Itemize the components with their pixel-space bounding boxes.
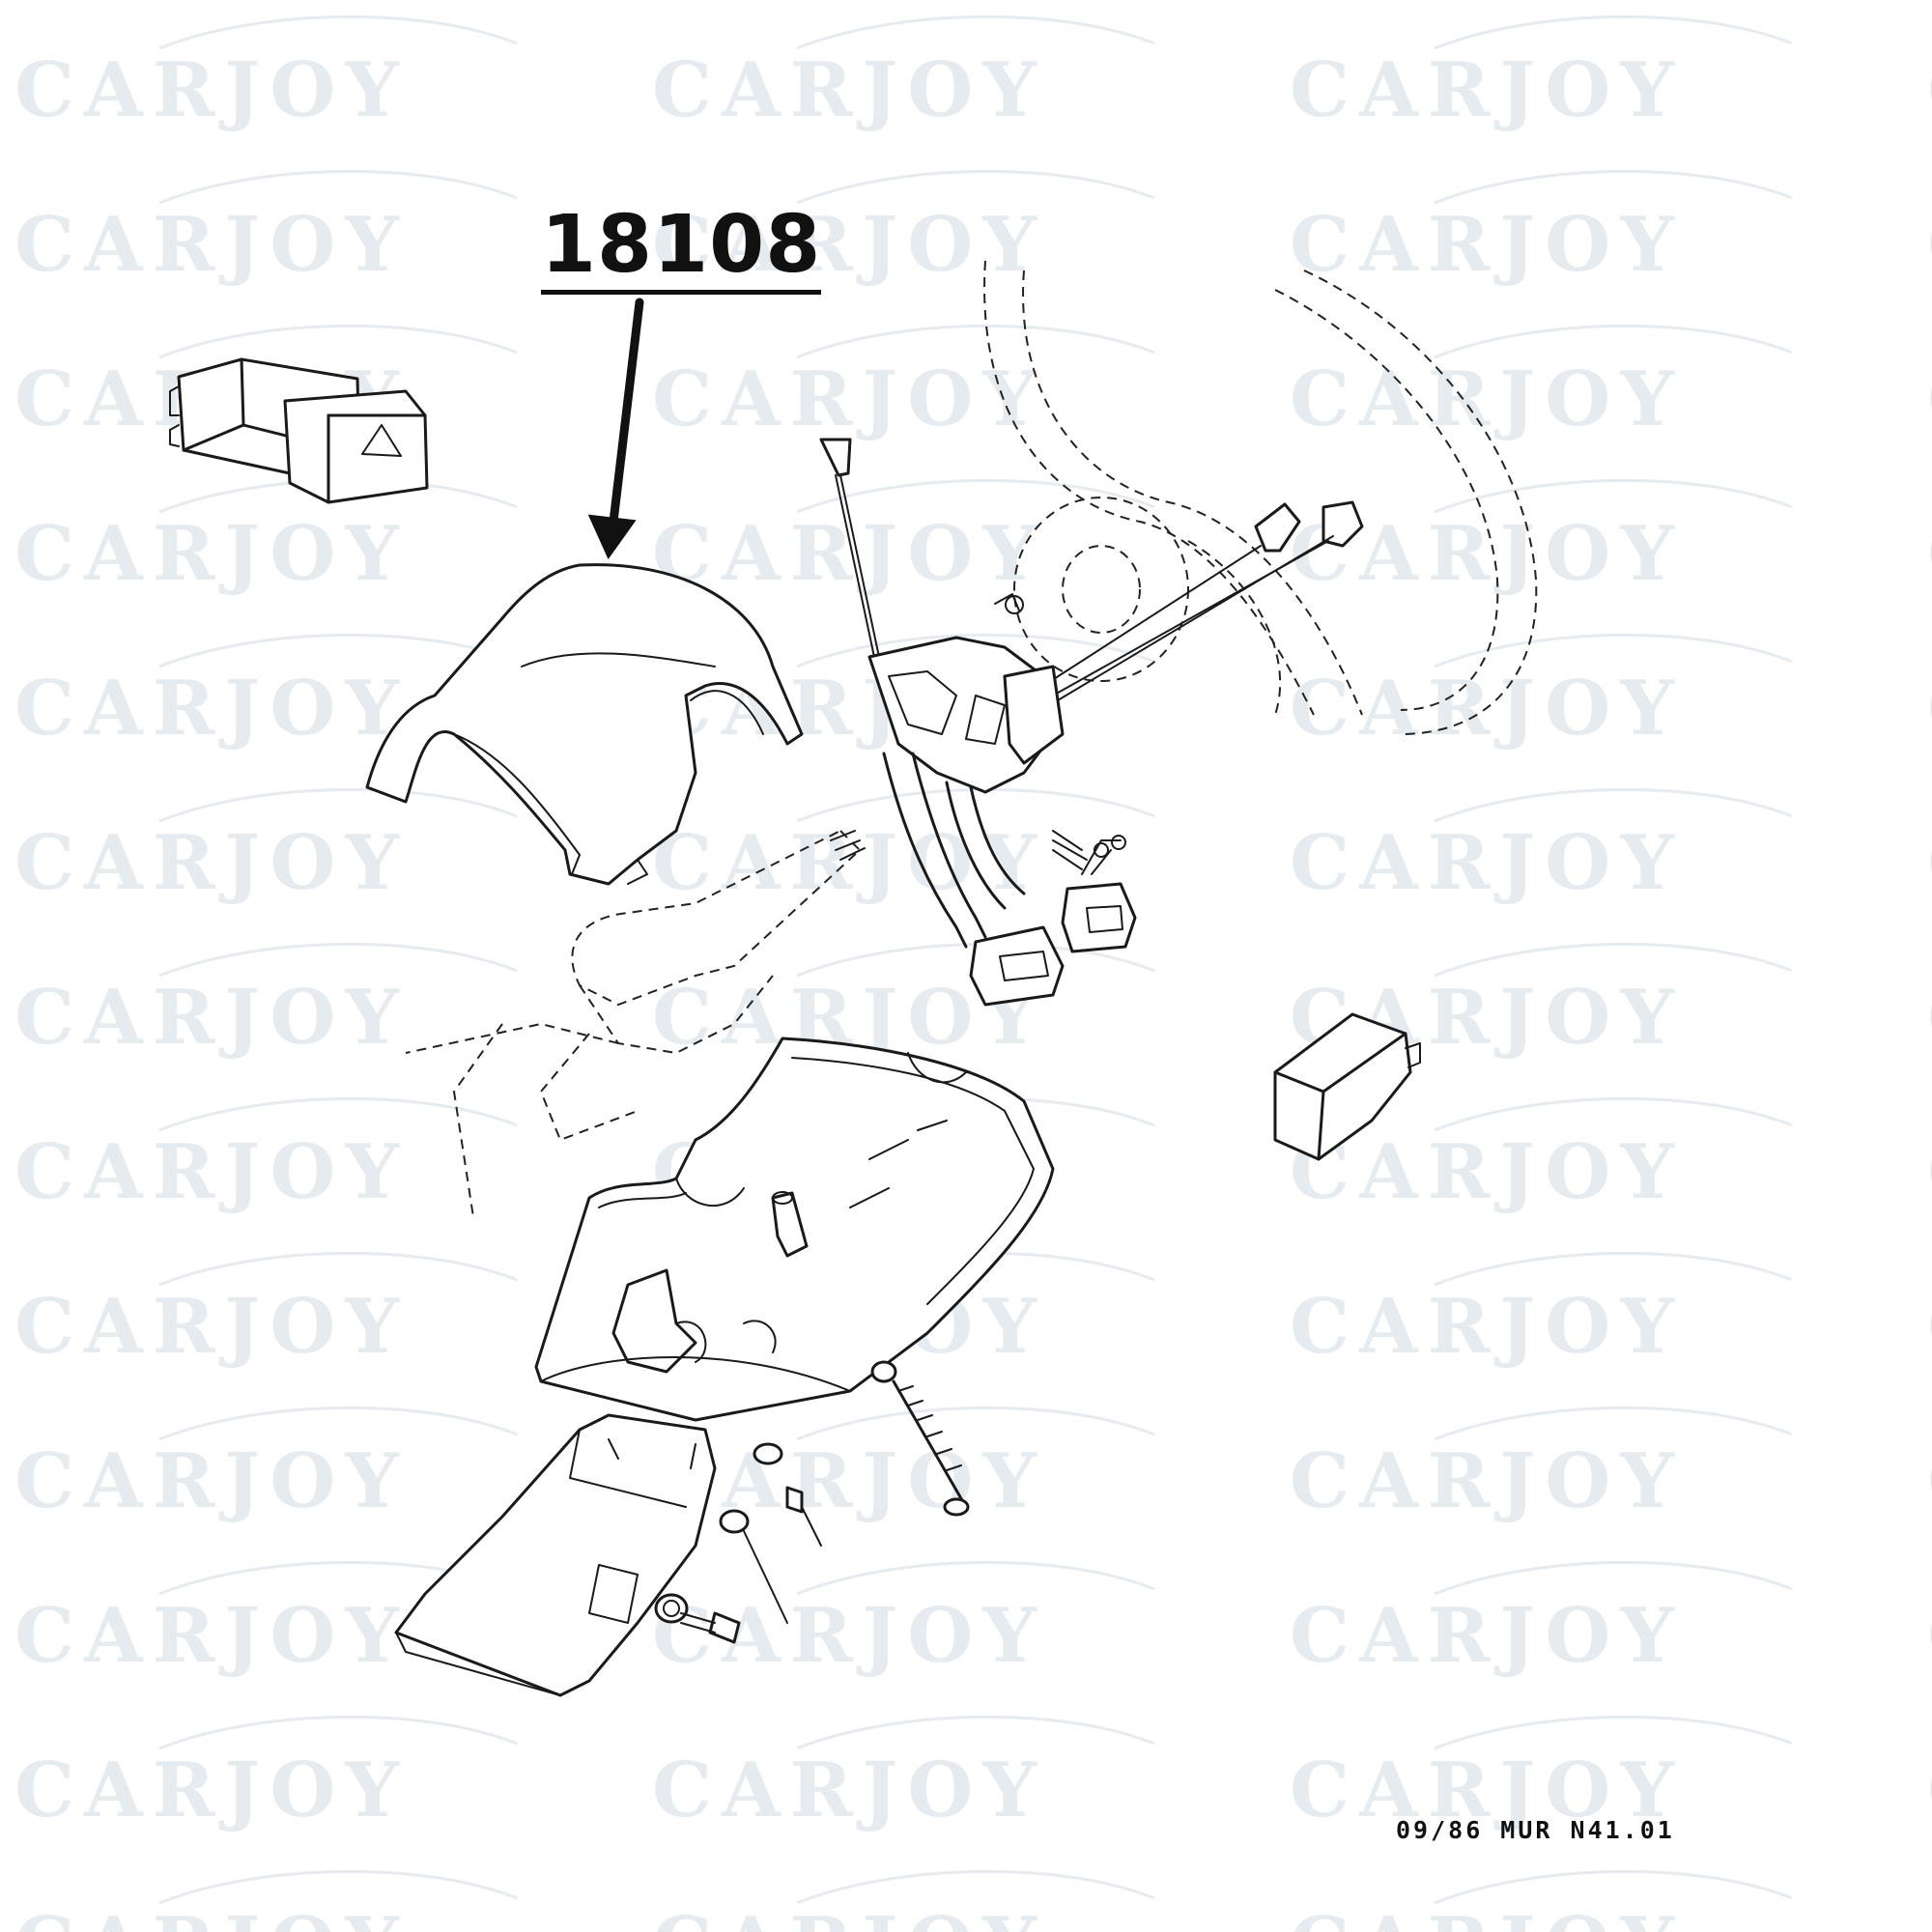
watermark-car-outline [1434,1560,1793,1596]
watermark-text: CARJOY [1290,1901,1684,1932]
watermark-text: CARJOY [1290,1592,1684,1680]
watermark-text: CARJOY [1927,1283,1932,1371]
watermark-car-outline [158,169,518,205]
watermark-text: CARJOY [14,201,409,289]
watermark-text: CARJOY [14,1283,409,1371]
watermark-text: CARJOY [652,355,1046,443]
lower-column-shroud [534,1037,1055,1422]
watermark-car-outline [1434,324,1793,359]
watermark-car-outline [158,1869,518,1905]
watermark-text: CARJOY [1290,819,1684,907]
watermark-text: CARJOY [14,510,409,598]
watermark-text: CARJOY [1927,1437,1932,1525]
part-number-callout: 18108 [541,201,822,295]
watermark-car-outline [796,478,1155,514]
watermark-text: CARJOY [652,201,1046,289]
diagram-reference-code: 09/86 MUR N41.01 [1396,1816,1675,1844]
watermark-car-outline [1434,14,1793,50]
lower-cover-panel [394,1413,717,1697]
watermark-text: CARJOY [1290,1128,1684,1216]
watermark-car-outline [1434,1406,1793,1441]
watermark-car-outline [1434,787,1793,823]
watermark-car-outline [1434,1096,1793,1132]
callout-arrow [587,298,644,559]
watermark-text: CARJOY [14,1128,409,1216]
watermark-text: CARJOY [652,1437,1046,1525]
watermark-car-outline [158,1096,518,1132]
watermark-car-outline [1434,1715,1793,1750]
watermark-text: CARJOY [1927,46,1932,134]
watermark-text: CARJOY [14,1592,409,1680]
watermark-text: CARJOY [652,1901,1046,1932]
watermark-car-outline [796,324,1155,359]
watermark-text: CARJOY [1927,665,1932,753]
watermark-text: CARJOY [652,510,1046,598]
watermark-text: CARJOY [14,46,409,134]
watermark-car-outline [796,1869,1155,1905]
watermark-text: CARJOY [1927,201,1932,289]
watermark-car-outline [158,14,518,50]
watermark-text: CARJOY [14,819,409,907]
watermark-text: CARJOY [14,1437,409,1525]
watermark-car-outline [796,169,1155,205]
combination-switch [819,438,1364,1007]
watermark-text: CARJOY [1927,819,1932,907]
fasteners [654,1360,970,1644]
relay-unit [1273,1012,1421,1161]
watermark-text: CARJOY [652,1747,1046,1834]
steering-column-phantom [405,829,866,1218]
watermark-text: CARJOY [1290,1283,1684,1371]
watermark-text: CARJOY [1290,1747,1684,1834]
watermark-text: CARJOY [1927,510,1932,598]
watermark-text: CARJOY [1927,1128,1932,1216]
watermark-car-outline [158,942,518,978]
watermark-car-outline [158,787,518,823]
watermark-car-outline [1434,633,1793,668]
upper-column-shroud [365,563,804,886]
steering-wheel-phantom [983,260,1538,735]
watermark-text: CARJOY [1290,46,1684,134]
watermark-text: CARJOY [1927,974,1932,1062]
watermark-car-outline [158,1715,518,1750]
watermark-car-outline [796,633,1155,668]
watermark-text: CARJOY [1290,201,1684,289]
watermark-text: CARJOY [1290,1437,1684,1525]
watermark-car-outline [158,324,518,359]
watermark-text: CARJOY [1927,1747,1932,1834]
watermark-car-outline [1434,1251,1793,1287]
watermark-car-outline [796,1406,1155,1441]
watermark-car-outline [1434,1869,1793,1905]
watermark-text: CARJOY [1927,1592,1932,1680]
watermark-car-outline [158,1406,518,1441]
watermark-text: CARJOY [14,1747,409,1834]
watermark-text: CARJOY [14,1901,409,1932]
watermark-text: CARJOY [14,974,409,1062]
watermark-car-outline [796,1560,1155,1596]
watermark-text: CARJOY [14,665,409,753]
watermark-text: CARJOY [1290,355,1684,443]
watermark-text: CARJOY [1290,665,1684,753]
watermark-car-outline [1434,169,1793,205]
watermark-car-outline [1434,942,1793,978]
watermark-car-outline [796,14,1155,50]
watermark-car-outline [158,1251,518,1287]
hazard-switch [169,357,429,504]
watermark-text: CARJOY [1927,355,1932,443]
watermark-car-outline [796,1715,1155,1750]
watermark-text: CARJOY [1927,1901,1932,1932]
watermark-text: CARJOY [652,46,1046,134]
